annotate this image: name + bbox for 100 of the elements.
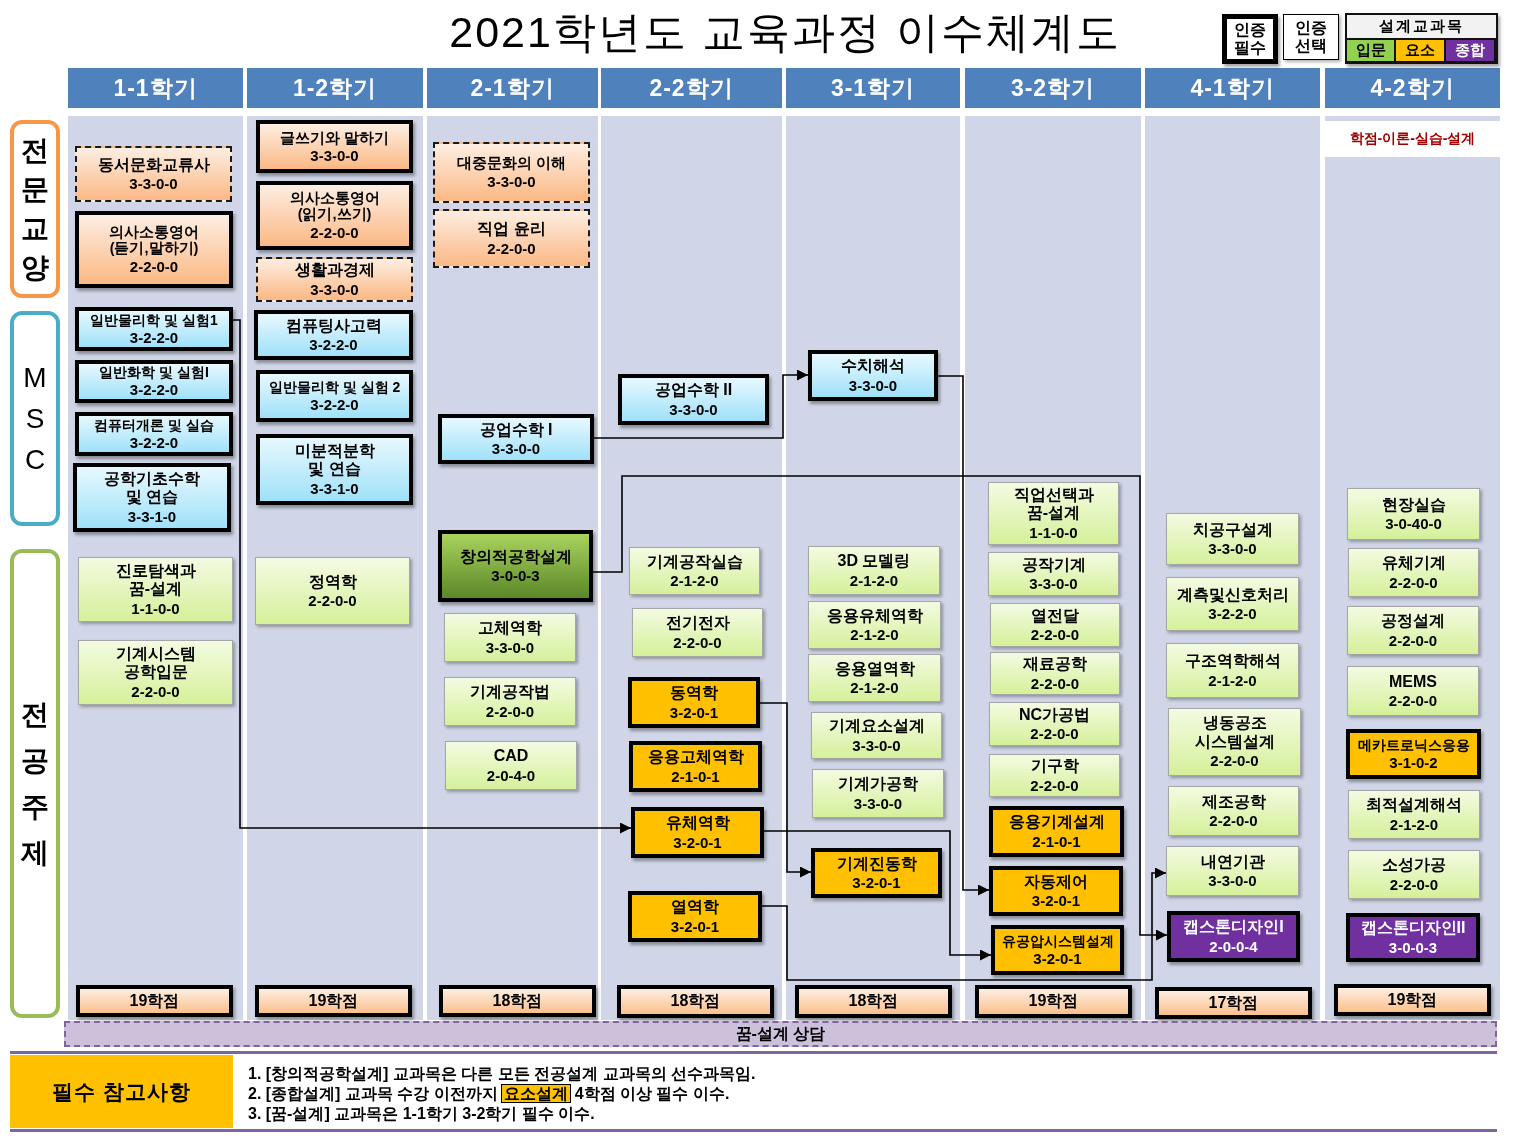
credit-code: 3-1-0-2 (1389, 753, 1438, 772)
course-box (989, 754, 1120, 797)
course-name: 유공압시스템설계 (1001, 932, 1114, 949)
course-name: 직업선택과 꿈-설계 (1012, 486, 1095, 523)
course-name: 컴퓨팅사고력 (285, 316, 382, 336)
legend-swatch: 입문 (1347, 40, 1394, 61)
course-box (989, 806, 1124, 857)
course-name: 전기전자 (665, 614, 730, 633)
credit-code: 2-2-0-0 (310, 224, 359, 242)
credit-code: 3-3-0-0 (310, 147, 359, 165)
course-name: 응용기계설계 (1008, 813, 1105, 832)
course-name: 창의적공학설계 (459, 547, 572, 567)
course-name: 메카트로닉스응용 (1357, 736, 1470, 753)
credit-code: 2-2-0-0 (673, 633, 722, 651)
credit-total-box: 19학점 (975, 985, 1132, 1018)
credit-total-box: 18학점 (617, 985, 774, 1018)
title: 2021학년도 교육과정 이수체계도 (449, 7, 1121, 58)
course-name: 최적설계해석 (1366, 796, 1462, 815)
course-name: 기계진동학 (836, 854, 917, 874)
course-name: 미분적분학 및 연습 (293, 442, 376, 479)
course-box (1346, 913, 1480, 962)
course-box (254, 310, 413, 360)
credit-code: 3-2-0-1 (852, 874, 901, 892)
course-box (1347, 488, 1480, 540)
credit-code: 3-2-0-1 (673, 833, 722, 851)
course-box (78, 557, 233, 622)
course-box (73, 463, 231, 532)
credit-code: 3-2-2-0 (129, 433, 179, 452)
course-name: 응용유체역학 (826, 606, 923, 626)
course-box (75, 307, 233, 351)
credit-total-box: 19학점 (255, 985, 412, 1017)
course-name: 치공구설계 (1192, 520, 1273, 540)
credit-total-box: 19학점 (76, 985, 233, 1017)
credit-code: 2-1-2-0 (850, 679, 899, 697)
course-name: 기계가공학 (838, 775, 918, 794)
course-box (1168, 786, 1299, 836)
semester-header: 4-2학기 (1325, 68, 1500, 108)
course-box (988, 552, 1119, 596)
course-name: MEMS (1389, 672, 1437, 692)
course-name: 소성가공 (1382, 856, 1446, 875)
credit-code: 3-2-0-1 (669, 703, 719, 721)
category-box: 전문교양 (10, 120, 60, 298)
course-name: 기계시스템 공학입문 (114, 645, 197, 682)
course-name: 유체역학 (665, 814, 730, 833)
semester-header: 1-1학기 (68, 68, 243, 108)
semester-column (427, 68, 598, 1020)
credit-code: 3-3-0-0 (491, 440, 541, 458)
credit-code: 2-2-0-0 (1210, 752, 1259, 770)
semester-header: 2-2학기 (601, 68, 782, 108)
course-box (1166, 513, 1299, 565)
course-box (438, 530, 593, 602)
credit-code: 2-1-2-0 (1389, 815, 1439, 833)
course-name: 열전달 (1031, 606, 1079, 626)
course-name: 기구학 (1030, 757, 1079, 776)
arrow (761, 867, 1167, 981)
course-name: 계측및신호처리 (1176, 585, 1289, 605)
legend-swatch: 종합 (1446, 40, 1494, 61)
course-box (255, 557, 410, 625)
credit-code: 3-2-2-0 (309, 336, 358, 354)
note-text: 1. [창의적공학설계] 교과목은 다른 모든 전공설계 교과목의 선수과목임. (248, 1064, 756, 1084)
course-box (629, 741, 762, 792)
semester-column (1145, 68, 1320, 1020)
course-name: 생활과경제 (294, 261, 375, 280)
course-name: 캡스톤디자인I (1183, 918, 1284, 937)
credit-total-box: 19학점 (1334, 984, 1491, 1016)
course-name: 일반물리학 및 실험1 (90, 311, 218, 328)
course-name: 응용열역학 (834, 659, 915, 679)
course-box (988, 482, 1119, 545)
course-name: 수치해석 (841, 357, 905, 376)
course-box (1168, 708, 1301, 776)
credit-code: 2-2-0-0 (487, 239, 536, 257)
credit-code: 2-1-2-0 (849, 571, 899, 589)
course-name: 동역학 (670, 684, 718, 703)
credit-code: 3-3-0-0 (852, 736, 901, 754)
credit-code: 3-3-1-0 (127, 507, 177, 525)
course-name: NC가공법 (1018, 705, 1091, 725)
legend-swatch: 요소 (1396, 40, 1444, 61)
arrow (937, 375, 990, 896)
course-box (75, 146, 232, 202)
course-box (812, 769, 944, 818)
semester-header: 3-1학기 (786, 68, 960, 108)
course-box (1347, 666, 1479, 716)
course-name: 일반화학 및 실험I (99, 364, 209, 381)
semester-column (965, 68, 1141, 1020)
course-box (75, 412, 233, 456)
credit-code: 2-2-0-0 (1388, 692, 1438, 710)
course-box (629, 547, 760, 595)
category-box: 전공주제 (10, 549, 60, 1018)
credit-code: 2-2-0-0 (1389, 875, 1439, 893)
credit-total-box: 17학점 (1155, 987, 1312, 1019)
course-name: 기계요소설계 (828, 717, 925, 736)
semester-header: 1-2학기 (247, 68, 423, 108)
credit-code: 2-1-2-0 (1208, 671, 1257, 689)
credit-code: 2-2-0-0 (1388, 631, 1438, 649)
course-name: 고체역학 (478, 619, 542, 638)
credit-code: 2-2-0-0 (1030, 725, 1079, 743)
credit-code: 3-3-1-0 (310, 479, 359, 497)
arrow (759, 702, 812, 878)
course-box (444, 677, 576, 726)
course-box (1167, 911, 1300, 962)
